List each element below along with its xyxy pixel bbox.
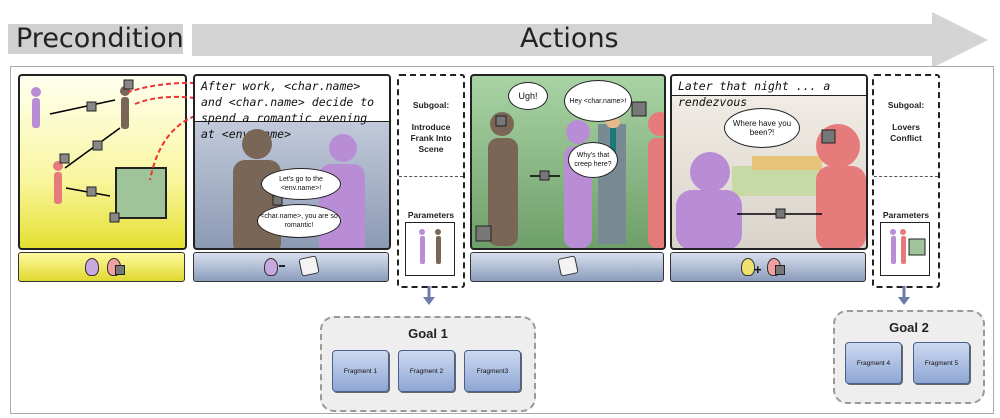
precondition-header: Precondition (8, 23, 184, 54)
actions-header: Actions (520, 24, 619, 54)
panel-scene-1: After work, <char.name> and <char.name> … (193, 74, 391, 250)
fragment-4[interactable]: Fragment 4 (845, 342, 902, 384)
subgoal-1-name: Introduce Frank Into Scene (410, 122, 452, 154)
minus-icon (279, 265, 285, 267)
panel-scene-2: Ugh! Hey <char.name>! Why's that creep h… (470, 74, 666, 250)
subgoal-2-label: Subgoal: (887, 100, 925, 110)
subgoal-1-params-label: Parameters (407, 210, 455, 220)
speech-bubble: Hey <char.name>! (564, 80, 632, 122)
precondition-panel (18, 74, 187, 250)
dice-icon (557, 255, 579, 277)
subgoal-2-params (880, 222, 930, 276)
subgoal-1-params (405, 222, 455, 276)
fragment-3[interactable]: Fragment3 (464, 350, 521, 392)
arrow-to-goal-2 (898, 286, 910, 305)
goal-1-title: Goal 1 (408, 326, 448, 341)
goal-1-box: Goal 1 Fragment 1 Fragment 2 Fragment3 (320, 316, 536, 412)
lightbulb-icon (264, 258, 278, 276)
subgoal-1-box: Subgoal: Introduce Frank Into Scene Para… (397, 74, 465, 288)
scene-3-figures (676, 124, 866, 248)
binding-connectors (127, 81, 196, 181)
speech-bubble: Why's that creep here? (568, 142, 618, 178)
precondition-graph (31, 79, 167, 223)
lightbulb-icon (85, 258, 99, 276)
arrow-to-goal-1 (423, 286, 435, 305)
thought-bubble: Ugh! (508, 82, 548, 110)
actions-title: Actions (520, 23, 619, 54)
fragment-2[interactable]: Fragment 2 (398, 350, 455, 392)
subgoal-2-name: Lovers Conflict (890, 122, 922, 143)
node-icon (775, 265, 785, 275)
speech-bubble: Where have you been?! (724, 108, 800, 148)
subgoal-2-params-label: Parameters (882, 210, 930, 220)
scene-1-caption: After work, <char.name> and <char.name> … (195, 76, 389, 141)
plus-icon: + (754, 262, 762, 277)
actions-arrow (192, 12, 988, 68)
panel-scene-3: Later that night ... a rendezvous Where … (670, 74, 868, 250)
precondition-strip (18, 252, 185, 282)
goal-2-title: Goal 2 (889, 320, 929, 335)
scene-3-caption: Later that night ... a rendezvous (672, 76, 866, 109)
lightbulb-icon (741, 258, 755, 276)
precondition-title: Precondition (16, 23, 184, 54)
subgoal-2-box: Subgoal: Lovers Conflict Parameters (872, 74, 940, 288)
fragment-5[interactable]: Fragment 5 (913, 342, 970, 384)
subgoal-1-label: Subgoal: (412, 100, 450, 110)
scene-1-strip (193, 252, 389, 282)
goal-2-box: Goal 2 Fragment 4 Fragment 5 (833, 310, 985, 404)
speech-bubble: <char.name>, you are so romantic! (257, 204, 341, 238)
dice-icon (298, 255, 320, 277)
fragment-1[interactable]: Fragment 1 (332, 350, 389, 392)
scene-2-strip (470, 252, 664, 282)
node-icon (115, 265, 125, 275)
scene-3-strip: + (670, 252, 866, 282)
speech-bubble: Let's go to the <env.name>! (261, 168, 341, 200)
